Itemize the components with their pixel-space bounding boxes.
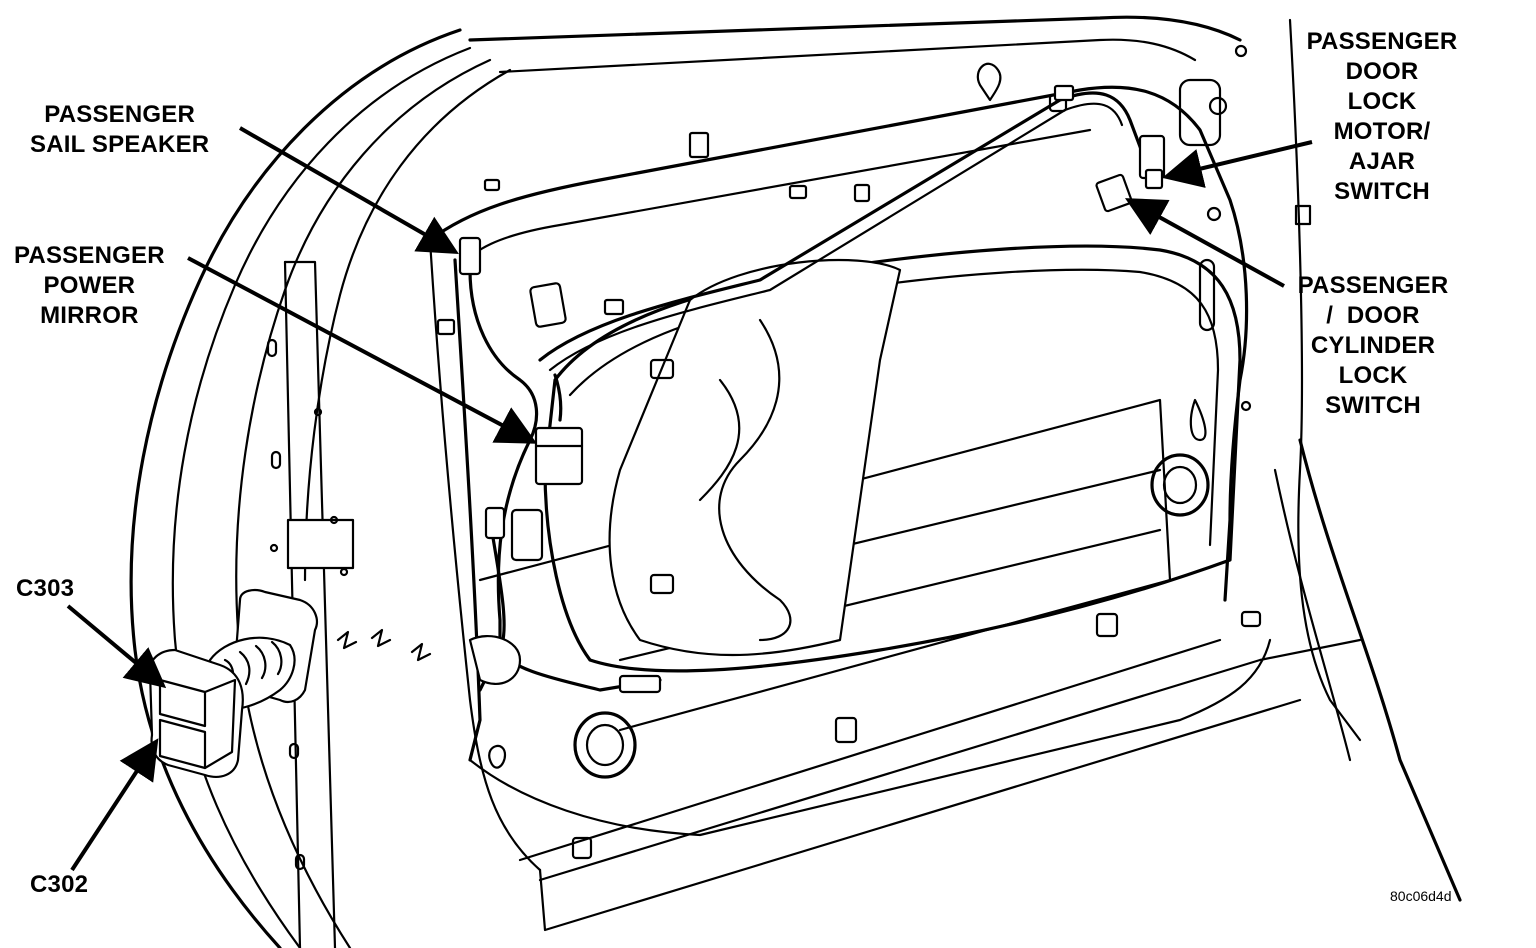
callout-sail-speaker: PASSENGER SAIL SPEAKER <box>30 101 210 158</box>
c302-c303-grommet <box>148 589 318 778</box>
wiring-harness <box>468 91 1147 692</box>
arrow-c302 <box>70 738 159 872</box>
arrow-c303 <box>66 604 167 689</box>
panel-cavity <box>543 244 1242 673</box>
pillar-holes <box>266 338 432 871</box>
arrow-cylinder-lock <box>1124 198 1285 288</box>
leader-arrows <box>66 126 1313 872</box>
callout-c303: C303 <box>16 575 75 602</box>
door-outer-frame <box>129 15 1462 948</box>
callout-c302: C302 <box>30 871 89 898</box>
grommets <box>436 44 1312 860</box>
arrow-sail-speaker <box>239 126 459 254</box>
callout-power-mirror: PASSENGER POWER MIRROR <box>14 242 165 329</box>
callout-cylinder-lock: PASSENGER / DOOR CYLINDER LOCK SWITCH <box>1297 272 1449 419</box>
callout-lock-motor: PASSENGER DOOR LOCK MOTOR/ AJAR SWITCH <box>1306 28 1458 205</box>
pillar-strip <box>283 260 355 948</box>
connectors <box>458 84 1166 694</box>
arrow-lock-motor <box>1162 140 1313 188</box>
arrow-power-mirror <box>187 256 538 444</box>
figure-id: 80c06d4d <box>1390 888 1452 904</box>
